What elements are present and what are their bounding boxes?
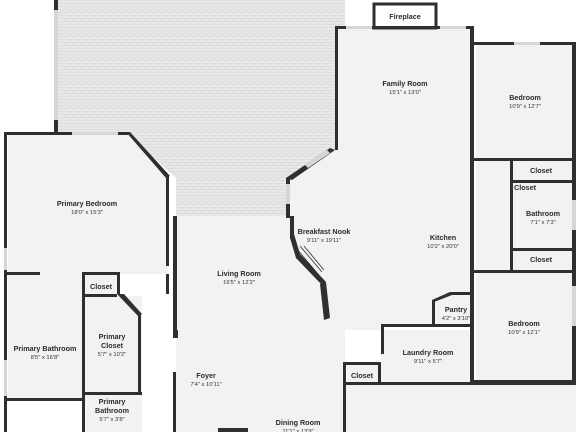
room-dimensions: 10'9" x 12'1" [508, 330, 540, 336]
room-bathroom: Bathroom 7'1" x 7'3" [526, 209, 560, 226]
patio [58, 0, 345, 216]
room-name: Foyer [196, 371, 216, 380]
room-bedroom-2: Bedroom 10'9" x 12'1" [508, 319, 540, 336]
room-dimensions: 7'4" x 10'11" [190, 382, 221, 388]
room-living-room: Living Room 16'5" x 12'2" [217, 269, 261, 286]
room-name: Laundry Room [403, 348, 454, 357]
floor-areas [8, 28, 576, 432]
room-dimensions: 10'9" x 12'7" [509, 104, 541, 110]
room-name: Dining Room [276, 418, 321, 427]
room-dimensions: 10'2" x 20'0" [427, 244, 459, 250]
room-breakfast-nook: Breakfast Nook 9'11" x 19'11" [298, 227, 351, 244]
room-primary-bathroom: Primary Bathroom 8'5" x 16'8" [14, 344, 77, 361]
room-closet-5: Closet [351, 371, 374, 380]
room-dimensions: 18'0" x 15'3" [71, 210, 103, 216]
room-name: Primary [99, 397, 126, 406]
room-dining-room: Dining Room 11'1" x 13'9" [276, 418, 321, 432]
room-dimensions: 8'5" x 16'8" [31, 355, 60, 361]
room-name: Closet [351, 371, 374, 380]
room-name: Pantry [445, 305, 467, 314]
room-name: Bathroom [95, 406, 129, 415]
room-pantry: Pantry 4'2" x 3'10" [442, 305, 471, 322]
room-name: Primary [99, 332, 126, 341]
room-name: Bathroom [526, 209, 560, 218]
room-dimensions: 9'11" x 5'7" [414, 359, 442, 365]
room-name: Closet [530, 255, 553, 264]
room-closet-4: Closet [90, 282, 113, 291]
room-dimensions: 4'2" x 3'10" [442, 316, 471, 322]
room-closet-2: Closet [514, 183, 537, 192]
room-name: Closet [90, 282, 113, 291]
room-name: Bedroom [508, 319, 540, 328]
room-name: Breakfast Nook [298, 227, 351, 236]
room-name: Family Room [382, 79, 427, 88]
room-name: Bedroom [509, 93, 541, 102]
room-name: Closet [101, 341, 124, 350]
room-name: Primary Bedroom [57, 199, 117, 208]
fireplace-label: Fireplace [389, 12, 421, 21]
room-kitchen: Kitchen 10'2" x 20'0" [427, 233, 459, 250]
room-laundry-room: Laundry Room 9'11" x 5'7" [403, 348, 454, 365]
room-bedroom-1: Bedroom 10'9" x 12'7" [509, 93, 541, 110]
room-closet-3: Closet [530, 255, 553, 264]
room-foyer: Foyer 7'4" x 10'11" [190, 371, 221, 388]
room-dimensions: 5'7" x 3'8" [99, 417, 124, 423]
room-name: Living Room [217, 269, 261, 278]
room-dimensions: 9'11" x 19'11" [307, 238, 341, 244]
room-primary-bedroom: Primary Bedroom 18'0" x 15'3" [57, 199, 117, 216]
room-family-room: Family Room 15'1" x 13'0" [382, 79, 427, 96]
room-dimensions: 5'7" x 10'2" [98, 352, 127, 358]
room-name: Closet [514, 183, 537, 192]
room-name: Kitchen [430, 233, 456, 242]
room-name: Primary Bathroom [14, 344, 77, 353]
room-closet-1: Closet [530, 166, 553, 175]
room-name: Closet [530, 166, 553, 175]
counter-hatch [295, 245, 325, 275]
windows [4, 10, 576, 396]
room-dimensions: 11'1" x 13'9" [282, 429, 313, 432]
room-dimensions: 15'1" x 13'0" [389, 90, 421, 96]
room-dimensions: 7'1" x 7'3" [530, 220, 555, 226]
room-dimensions: 16'5" x 12'2" [223, 280, 255, 286]
room-labels: Family Room 15'1" x 13'0" Bedroom 10'9" x 1… [14, 79, 560, 432]
